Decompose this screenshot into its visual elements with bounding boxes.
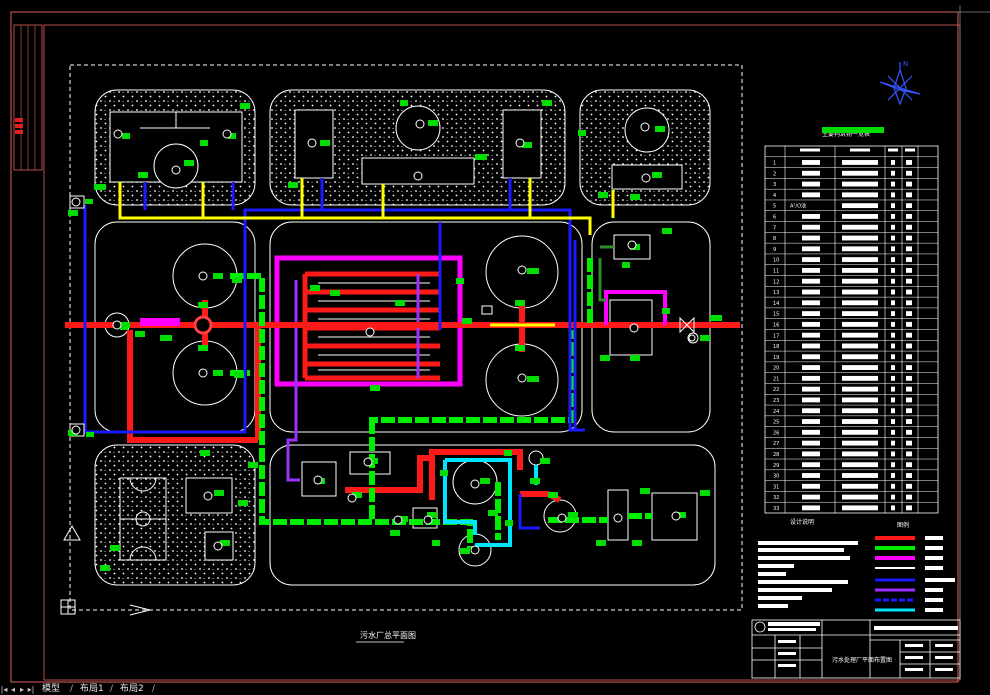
table-row-number: 33 [773, 506, 779, 512]
table-row-number: 16 [773, 322, 779, 328]
table-row-number: 1 [773, 161, 776, 167]
next-tab-arrow-icon[interactable]: ▸ [19, 685, 24, 694]
table-title: 主要构筑物一览表 [822, 130, 870, 138]
table-row-number: 19 [773, 355, 779, 361]
design-notes: 设计说明 [758, 518, 858, 608]
tab-separator: / [110, 684, 114, 694]
table-row-number: 4 [773, 193, 776, 199]
title-block [751, 619, 961, 679]
plant-boundary-fence [69, 64, 743, 611]
table-row-number: 24 [773, 409, 779, 415]
table-row-number: 29 [773, 463, 779, 469]
basketball-court [119, 477, 167, 561]
table-row-number: 30 [773, 474, 779, 480]
table-row-number: 12 [773, 279, 779, 285]
binding-strip [13, 24, 43, 171]
table-row-number: 6 [773, 215, 776, 221]
table-row-number: 28 [773, 452, 779, 458]
tab-layout2[interactable]: 布局2 [120, 684, 144, 694]
table-row-number: 26 [773, 430, 779, 436]
table-row-number: 15 [773, 312, 779, 318]
drain-pipeline [598, 245, 614, 302]
legend-title: 图例 [897, 521, 909, 529]
table-row-number: 2 [773, 171, 776, 177]
table-row-number: 22 [773, 387, 779, 393]
table-row-number: 9 [773, 247, 776, 253]
layout-tab-bar: |◂ ◂ ▸ ▸| 模型 / 布局1 / 布局2 / [0, 684, 990, 695]
notes-title: 设计说明 [790, 518, 814, 526]
table-row-name: A²/O池 [790, 203, 806, 210]
tab-separator: / [70, 684, 74, 694]
table-row-number: 21 [773, 376, 779, 382]
aeration-tank [274, 255, 463, 482]
table-row-number: 8 [773, 236, 776, 242]
table-row-number: 25 [773, 420, 779, 426]
table-row-number: 7 [773, 225, 776, 231]
table-row-number: 11 [773, 269, 779, 275]
table-row-number: 13 [773, 290, 779, 296]
table-row-number: 3 [773, 182, 776, 188]
buildings [109, 109, 698, 561]
plan-title: 污水厂总平面图 [360, 630, 416, 640]
air-pipeline [118, 178, 615, 327]
distribution-well [193, 315, 213, 335]
table-row-number: 17 [773, 333, 779, 339]
table-row-number: 23 [773, 398, 779, 404]
tab-separator: / [152, 684, 156, 694]
outlet-valve [679, 316, 699, 344]
pipe-legend: 图例 [875, 521, 955, 612]
table-row-number: 14 [773, 301, 779, 307]
title-block-org [768, 622, 820, 626]
structure-markers [71, 119, 696, 555]
magenta-distribution [140, 318, 180, 326]
table-row-number: 31 [773, 484, 779, 490]
table-row-number: 27 [773, 441, 779, 447]
first-tab-arrow-icon[interactable]: |◂ [0, 685, 8, 694]
sheet-frame [10, 5, 990, 683]
north-label: N [903, 60, 908, 68]
table-row-number: 10 [773, 258, 779, 264]
table-row-number: 20 [773, 366, 779, 372]
titleblock-caption: 污水处理厂平面布置图 [832, 656, 892, 664]
tab-layout1[interactable]: 布局1 [80, 684, 104, 694]
table-row-number: 32 [773, 495, 779, 501]
valve-box [481, 305, 493, 315]
north-arrow-icon [879, 62, 921, 106]
tab-model[interactable]: 模型 [42, 684, 61, 694]
table-row-number: 18 [773, 344, 779, 350]
last-tab-arrow-icon[interactable]: ▸| [27, 685, 35, 694]
table-row-number: 5 [773, 204, 776, 210]
prev-tab-arrow-icon[interactable]: ◂ [10, 685, 15, 694]
